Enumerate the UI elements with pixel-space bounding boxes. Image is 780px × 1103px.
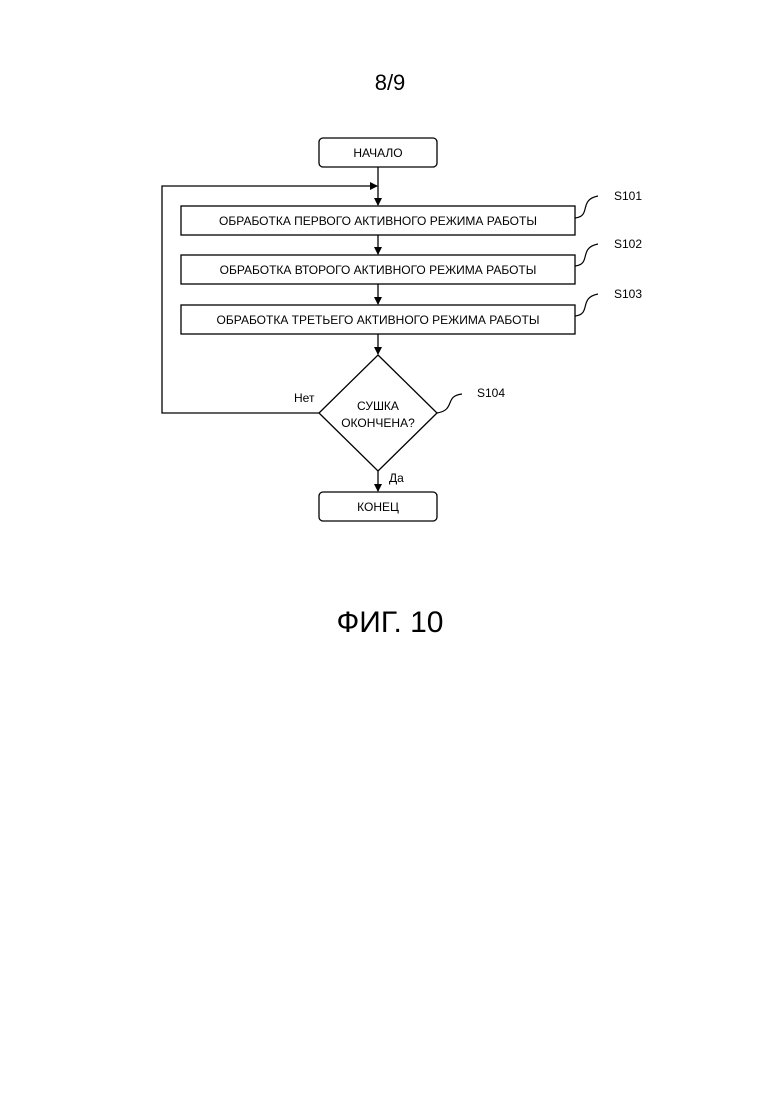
step-s101-label: ОБРАБОТКА ПЕРВОГО АКТИВНОГО РЕЖИМА РАБОТ… [219,214,537,228]
decision-no-label: Нет [294,391,315,405]
ref-leader-s104 [437,394,462,413]
figure-label: ФИГ. 10 [0,606,780,640]
decision-s104: СУШКА ОКОНЧЕНА? [319,355,437,471]
start-node: НАЧАЛО [319,138,437,167]
step-s102: ОБРАБОТКА ВТОРОГО АКТИВНОГО РЕЖИМА РАБОТ… [181,255,575,284]
step-s103-label: ОБРАБОТКА ТРЕТЬЕГО АКТИВНОГО РЕЖИМА РАБО… [217,313,540,327]
ref-leader-s102 [575,244,598,266]
step-s102-label: ОБРАБОТКА ВТОРОГО АКТИВНОГО РЕЖИМА РАБОТ… [220,263,537,277]
start-label: НАЧАЛО [353,146,402,160]
ref-leader-s103 [575,294,598,316]
end-label: КОНЕЦ [357,500,399,514]
end-node: КОНЕЦ [319,492,437,521]
ref-s104: S104 [477,386,505,400]
ref-s102: S102 [614,237,642,251]
decision-yes-label: Да [389,471,404,485]
decision-line1: СУШКА [357,399,399,413]
decision-line2: ОКОНЧЕНА? [341,416,415,430]
step-s101: ОБРАБОТКА ПЕРВОГО АКТИВНОГО РЕЖИМА РАБОТ… [181,206,575,235]
step-s103: ОБРАБОТКА ТРЕТЬЕГО АКТИВНОГО РЕЖИМА РАБО… [181,305,575,334]
ref-s103: S103 [614,287,642,301]
ref-s101: S101 [614,189,642,203]
ref-leader-s101 [575,196,598,218]
